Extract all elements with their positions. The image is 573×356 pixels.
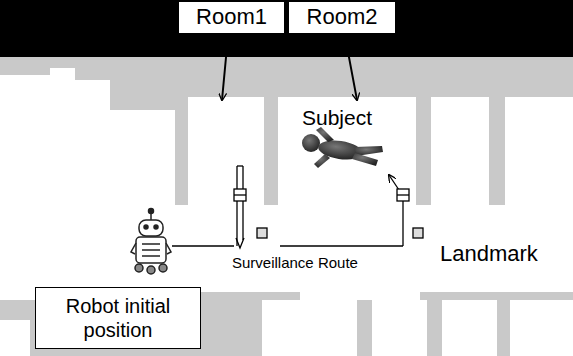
route-label: Surveillance Route: [232, 255, 358, 272]
landmark-marker: [234, 189, 423, 238]
landmark-label: Landmark: [440, 242, 538, 266]
subject-label: Subject: [302, 106, 372, 129]
subject-figure: [302, 127, 383, 168]
corridor: [0, 68, 573, 356]
header-band: [0, 0, 573, 57]
start-label-box: Robot initial position: [35, 287, 201, 349]
room-label-box: Room2: [288, 1, 396, 34]
room-label-box: Room1: [178, 1, 285, 34]
surveillance-route: [172, 166, 403, 248]
box-text: Robot initial position: [43, 294, 193, 342]
room-pointer: [345, 36, 357, 100]
room-pointer: [222, 36, 228, 100]
robot-icon: [131, 209, 171, 275]
box-text: Room2: [307, 4, 378, 30]
box-text: Room1: [196, 4, 267, 30]
